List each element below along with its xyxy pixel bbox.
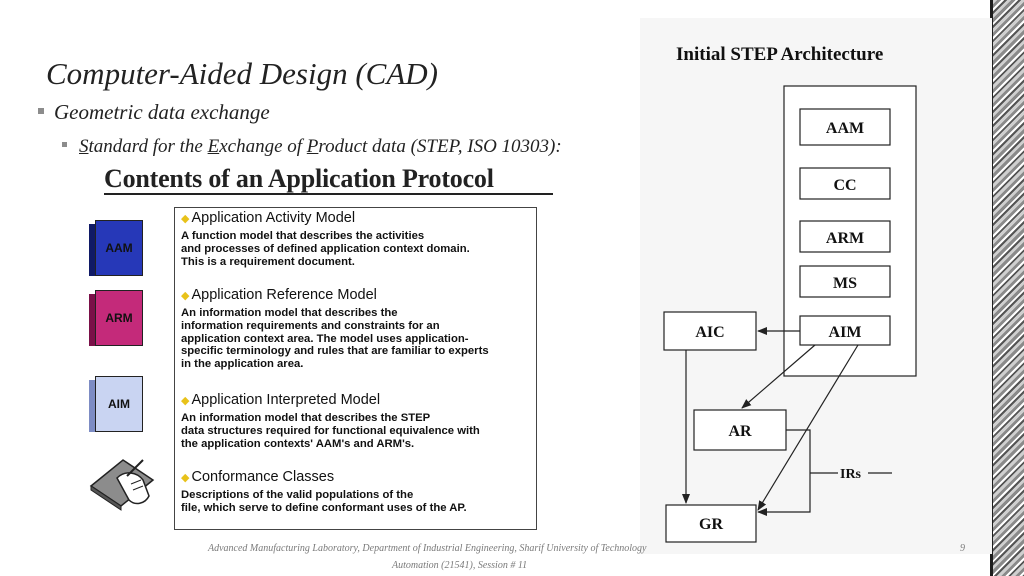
section-description: Descriptions of the valid populations of… (181, 489, 467, 514)
arm-book-label: ARM (95, 290, 143, 346)
book-icons: AAM ARM AIM (85, 210, 165, 530)
arm-box (799, 220, 891, 253)
aim-box (799, 315, 891, 346)
bullet2-e-initial: E (207, 136, 220, 157)
bullet2-s-initial: S (79, 136, 89, 157)
bullet2-p-initial: P (306, 136, 319, 157)
aic-box (663, 311, 757, 351)
aim-book-icon: AIM (89, 376, 145, 432)
section-aam: ◆Application Activity Model A function m… (181, 210, 533, 268)
irs-bracket-line (757, 429, 811, 516)
section-title: Conformance Classes (191, 469, 335, 485)
section-title: Application Reference Model (191, 287, 377, 303)
application-protocol-box: ◆Application Activity Model A function m… (174, 207, 537, 530)
irs-label: IRs (840, 467, 862, 482)
ms-box-label: MS (833, 275, 857, 292)
section-title: Application Activity Model (191, 210, 356, 226)
writing-hand-icon (89, 459, 155, 511)
gr-box-label: GR (699, 516, 723, 533)
bullet2-p-rest: roduct data (STEP, ISO 10303): (318, 136, 562, 157)
arm-box-label: ARM (826, 230, 864, 247)
bullet-step-standard: Standard for the Exchange of Product dat… (62, 136, 562, 158)
arrow-aim-to-ar (741, 344, 816, 409)
section-description: A function model that describes the acti… (181, 230, 470, 268)
aic-box-label: AIC (695, 324, 724, 341)
diamond-bullet-icon: ◆ (181, 395, 190, 407)
architecture-title: Initial STEP Architecture (676, 44, 884, 65)
arrow-aim-to-gr (757, 344, 859, 511)
aim-box-label: AIM (829, 324, 862, 341)
gr-box (665, 504, 757, 543)
aam-box (799, 108, 891, 146)
aam-book-icon: AAM (89, 220, 145, 276)
aim-book-label: AIM (95, 376, 143, 432)
bullet2-s-rest: tandard for the (88, 136, 208, 157)
section-arm: ◆Application Reference Model An informat… (181, 287, 533, 371)
diamond-bullet-icon: ◆ (181, 290, 190, 302)
section-conformance-classes: ◆Conformance Classes Descriptions of the… (181, 469, 533, 515)
footer-affiliation: Advanced Manufacturing Laboratory, Depar… (208, 543, 647, 554)
section-title: Application Interpreted Model (191, 392, 381, 408)
ar-box-label: AR (728, 423, 752, 440)
application-protocol-heading: Contents of an Application Protocol (104, 164, 494, 193)
footer-course-session: Automation (21541), Session # 11 (392, 560, 528, 571)
section-description: An information model that describes the … (181, 412, 480, 450)
section-aim: ◆Application Interpreted Model An inform… (181, 392, 533, 450)
arm-book-icon: ARM (89, 290, 145, 346)
diamond-bullet-icon: ◆ (181, 213, 190, 225)
bullet1-text: Geometric data exchange (54, 100, 270, 124)
heading-underline (104, 193, 553, 195)
aam-book-label: AAM (95, 220, 143, 276)
ms-box (799, 265, 891, 298)
cc-box-label: CC (833, 177, 856, 194)
bullet2-e-rest: xchange of (219, 136, 307, 157)
square-bullet-icon (62, 142, 67, 148)
diamond-bullet-icon: ◆ (181, 472, 190, 484)
section-description: An information model that describes the … (181, 307, 489, 371)
page-number: 9 (960, 543, 965, 554)
aam-box-label: AAM (826, 120, 864, 137)
square-bullet-icon (38, 108, 44, 115)
slide-title: Computer-Aided Design (CAD) (46, 56, 438, 91)
cc-box (799, 167, 891, 200)
bullet-geometric-data-exchange: Geometric data exchange (38, 100, 270, 125)
ar-box (693, 409, 787, 451)
